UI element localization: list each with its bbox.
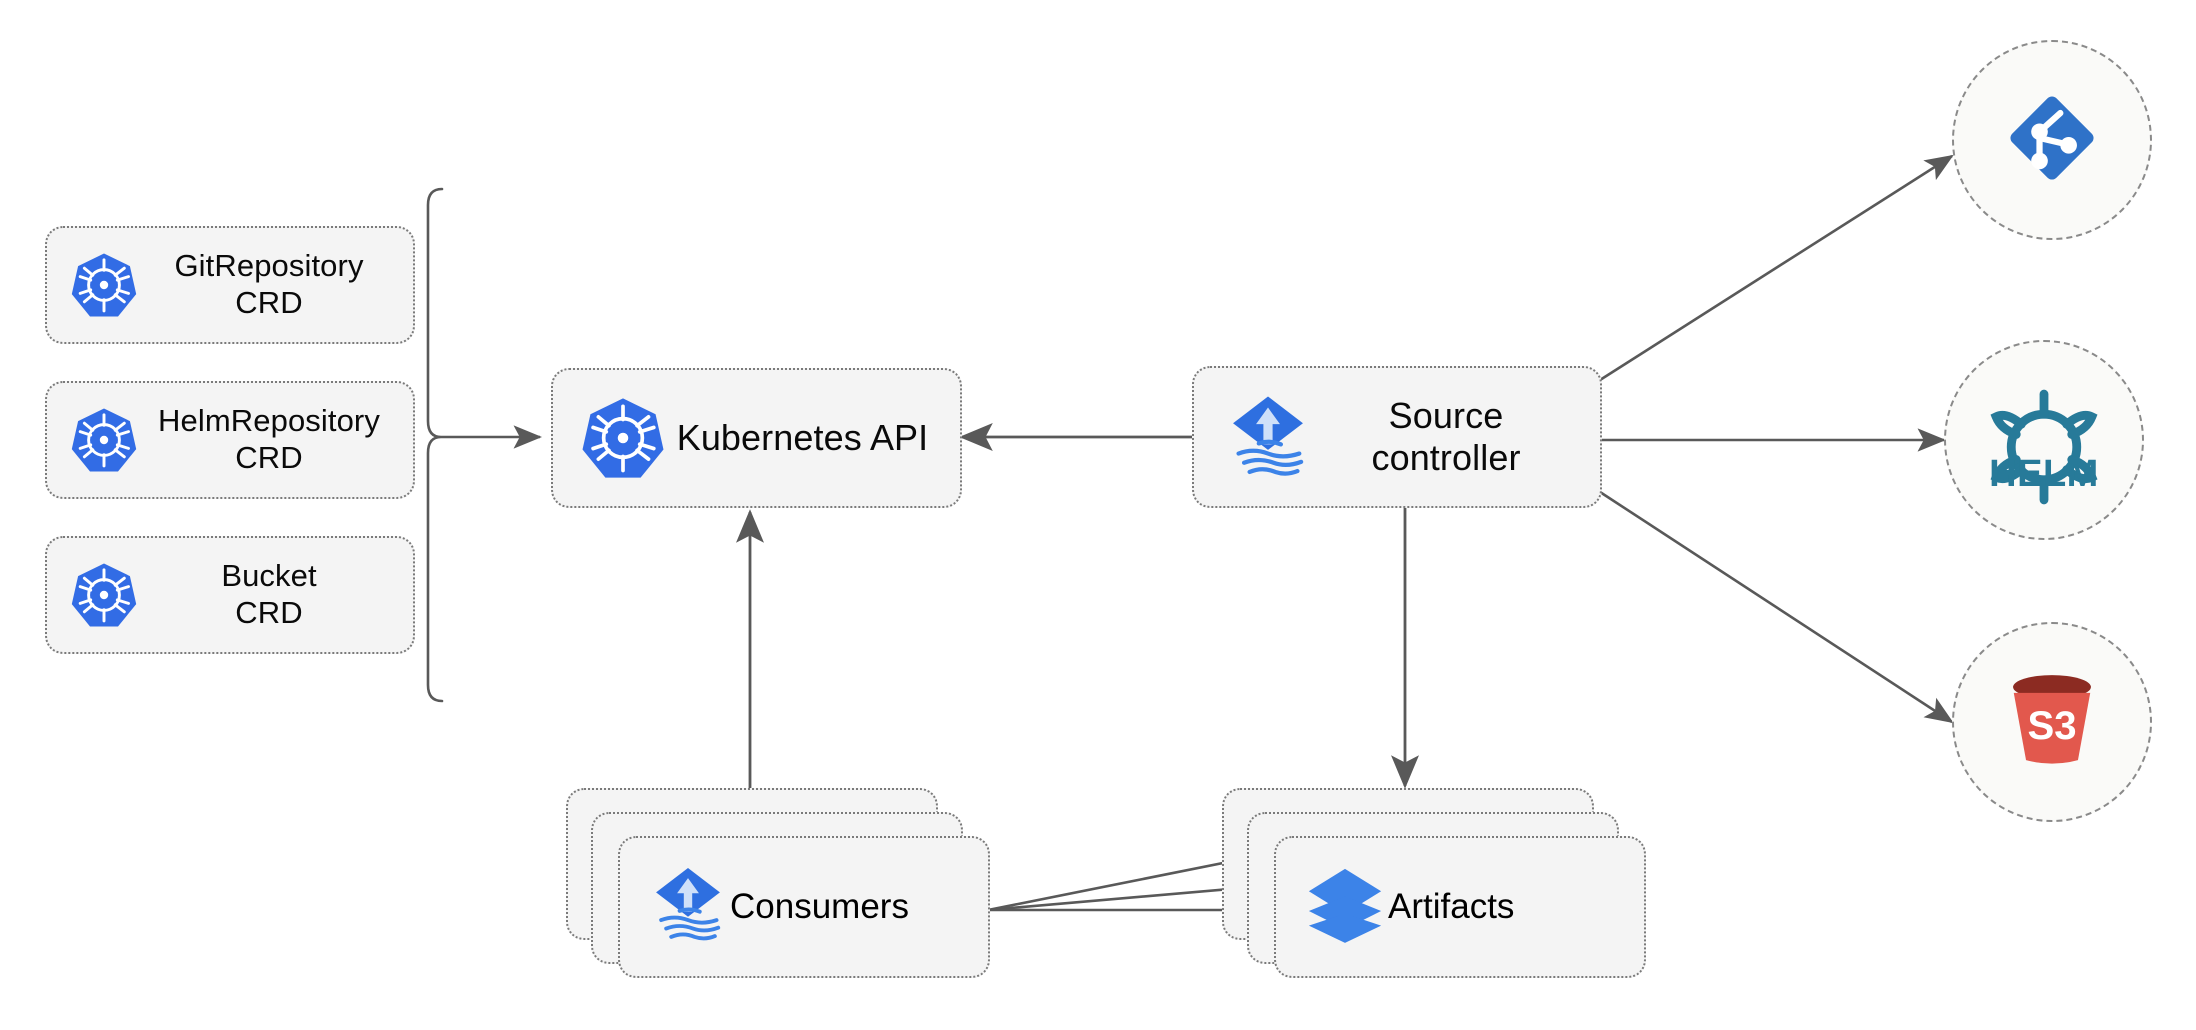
edge-consumers-to-artifacts-1 bbox=[987, 849, 1261, 912]
flux-icon bbox=[646, 863, 730, 952]
external-source-helm[interactable]: HELM bbox=[1944, 340, 2144, 540]
consumers-label: Consumers bbox=[730, 887, 909, 926]
edge-source-controller-to-s3 bbox=[1599, 490, 1954, 724]
crd-box-bucket[interactable]: Bucket CRD bbox=[45, 536, 415, 654]
kubernetes-icon bbox=[579, 394, 667, 482]
artifacts-label: Artifacts bbox=[1388, 887, 1515, 926]
external-source-s3[interactable]: S3 bbox=[1952, 622, 2152, 822]
consumers-stack-sheet-front[interactable]: Consumers bbox=[618, 836, 990, 978]
kubernetes-api-label: Kubernetes API bbox=[676, 416, 929, 458]
crd-box-gitrepository[interactable]: GitRepository CRD bbox=[45, 226, 415, 344]
crd-label: GitRepository CRD bbox=[174, 248, 364, 320]
kubernetes-icon bbox=[69, 405, 139, 475]
s3-bucket-icon: S3 bbox=[1993, 661, 2111, 784]
git-icon bbox=[2000, 86, 2104, 195]
layers-icon bbox=[1302, 862, 1388, 953]
external-source-git[interactable] bbox=[1952, 40, 2152, 240]
kubernetes-icon bbox=[69, 250, 139, 320]
crd-group-brace bbox=[426, 187, 444, 703]
crd-box-helmrepository[interactable]: HelmRepository CRD bbox=[45, 381, 415, 499]
source-controller-label: Source controller bbox=[1371, 394, 1521, 478]
edge-source-controller-to-git bbox=[1599, 154, 1954, 382]
consumers-node[interactable]: Consumers bbox=[566, 788, 996, 978]
flux-icon bbox=[1222, 391, 1314, 483]
helm-label: HELM bbox=[1989, 453, 2099, 495]
svg-text:S3: S3 bbox=[2027, 702, 2076, 747]
kubernetes-api-node[interactable]: Kubernetes API bbox=[551, 368, 962, 508]
artifacts-node[interactable]: Artifacts bbox=[1222, 788, 1652, 978]
artifacts-stack-sheet-front[interactable]: Artifacts bbox=[1274, 836, 1646, 978]
source-controller-node[interactable]: Source controller bbox=[1192, 366, 1602, 508]
helm-icon: HELM bbox=[1981, 384, 2107, 505]
crd-label: Bucket CRD bbox=[221, 558, 317, 630]
crd-label: HelmRepository CRD bbox=[158, 403, 380, 475]
kubernetes-icon bbox=[69, 560, 139, 630]
